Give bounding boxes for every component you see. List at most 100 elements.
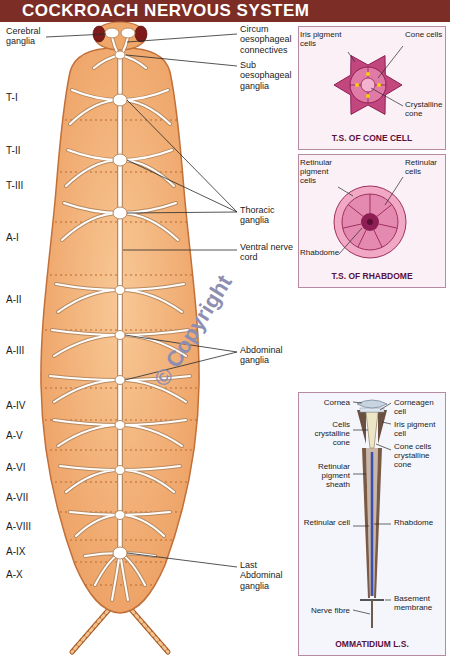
ganglia (113, 207, 127, 219)
part-label: Iris pigment cell (394, 420, 444, 438)
panel-caption: T.S. OF RHABDOME (331, 272, 412, 282)
leader-lines (353, 526, 369, 527)
ommatidium-drawing (357, 400, 387, 408)
leader-lines (123, 250, 237, 251)
ganglia (113, 94, 127, 106)
part-label: Basement membrane (394, 594, 444, 612)
segment-label: A-V (6, 430, 46, 442)
cerci (72, 606, 112, 652)
rhabdome-section (367, 219, 373, 225)
leader-lines (338, 46, 403, 614)
leader-lines (127, 553, 237, 567)
ganglia (115, 51, 125, 59)
poster-title: COCKROACH NERVOUS SYSTEM (0, 0, 310, 22)
ommatidium-drawing (371, 600, 373, 628)
cone-cell-section (366, 94, 370, 98)
cockroach-body (41, 48, 199, 613)
ganglia (115, 511, 125, 520)
head (94, 22, 146, 50)
cerci (128, 606, 168, 652)
nerve-branches (50, 55, 190, 600)
leader-lines (46, 34, 106, 37)
ommatidium-drawing (362, 448, 382, 598)
part-label: Last Abdominal ganglia (240, 560, 296, 591)
part-label: Cells crystalline cone (300, 420, 350, 448)
cone-cell-section (361, 78, 375, 92)
leader-lines (385, 177, 403, 205)
leader-lines (376, 444, 391, 450)
panel-grounds (298, 154, 446, 288)
panel-grounds (298, 392, 446, 656)
part-label: Retinular cell (300, 518, 350, 527)
cerci (72, 606, 112, 652)
cone-cell-section (350, 67, 386, 103)
leader-lines (378, 46, 403, 78)
panel-caption: OMMATIDIUM L.S. (335, 640, 409, 650)
segment-label: T-II (6, 145, 46, 157)
head (93, 22, 147, 50)
leader-lines (353, 474, 366, 475)
rhabdome-section (334, 186, 406, 258)
leader-lines (126, 55, 237, 66)
ganglia (105, 28, 119, 38)
ventral-nerve-cord (118, 56, 122, 553)
part-label: Thoracic ganglia (240, 205, 296, 226)
ommatidium-drawing (371, 452, 374, 596)
ganglia (115, 286, 125, 295)
ommatidium-drawing (357, 400, 387, 628)
leader-lines (339, 228, 362, 254)
compound-eye (135, 26, 147, 42)
ommatidium-drawing (378, 410, 387, 444)
panel-caption: T.S. OF CONE CELL (332, 134, 412, 144)
part-label: Abdominal ganglia (240, 345, 296, 366)
leader-lines (380, 403, 391, 410)
leader-lines (348, 52, 355, 62)
leader-lines (338, 187, 353, 196)
leader-lines (127, 100, 237, 213)
panel-grounds (298, 26, 446, 656)
ganglia (115, 466, 125, 475)
ganglia (105, 28, 135, 559)
cone-cell-section (377, 83, 381, 87)
ventral-nerve-cord (117, 56, 123, 553)
segment-label: A-VIII (6, 521, 46, 533)
part-label: Crystalline cone (405, 100, 445, 118)
leader-lines (353, 430, 368, 431)
part-label: Cerebral ganglia (6, 26, 56, 47)
part-label: Rhabdome (394, 518, 444, 527)
ganglia (121, 28, 135, 38)
rhabdome-section (334, 186, 406, 258)
panel-grounds (298, 26, 446, 150)
leader-lines (374, 524, 391, 525)
leader-lines (382, 422, 391, 424)
segment-label: T-I (6, 92, 46, 104)
part-label: Retinular pigment cells (300, 158, 346, 186)
rhabdome-section (361, 213, 379, 231)
ganglia (113, 547, 127, 559)
part-label: Retinular cells (405, 158, 445, 176)
cone-cell-section (366, 72, 370, 76)
part-label: Cone cells (405, 30, 445, 39)
segment-label: A-VII (6, 492, 46, 504)
part-label: Cone cells crystalline cone (394, 442, 444, 470)
figure-panel: T.S. OF CONE CELL (298, 26, 446, 150)
part-label: Sub oesophageal ganglia (240, 60, 296, 91)
leader-lines (371, 88, 403, 106)
segment-label: T-III (6, 180, 46, 192)
segment-label: A-VI (6, 462, 46, 474)
part-label: Nerve fibre (300, 606, 350, 615)
nerve-branches (50, 55, 190, 600)
ganglia (113, 154, 127, 166)
part-label: Circum oesophageal connectives (240, 24, 296, 55)
nerve-branches (50, 55, 190, 600)
leader-lines (353, 610, 370, 614)
title-band (0, 0, 450, 22)
part-label: Ventral nerve cord (240, 242, 296, 263)
segment-label: A-I (6, 232, 46, 244)
cone-cell-section (334, 56, 402, 115)
cone-cell-section (334, 56, 402, 115)
part-label: Retinular pigment sheath (300, 462, 350, 490)
